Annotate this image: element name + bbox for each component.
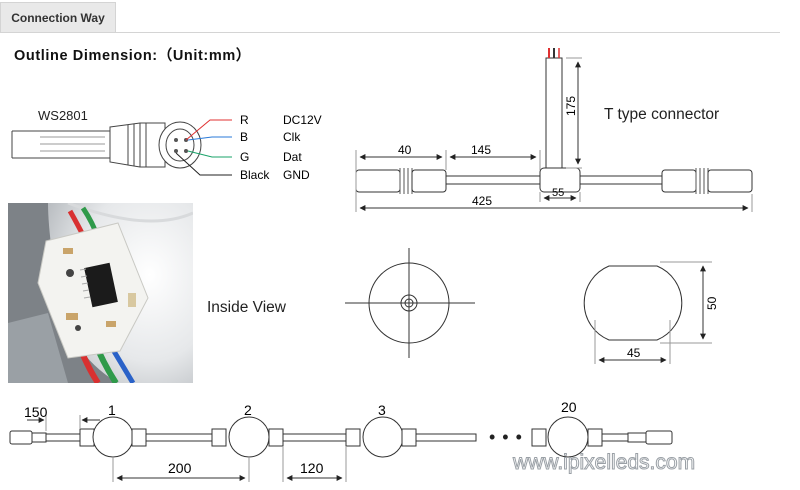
- watermark: www.ipixelleds.com: [512, 451, 695, 474]
- leader-b: [187, 136, 232, 141]
- pin-black: [174, 149, 178, 153]
- dim-side-height: 50: [705, 296, 719, 310]
- chain-node-20: 20: [561, 399, 577, 415]
- leader-r: [185, 119, 232, 141]
- photo-drawing: [8, 203, 193, 383]
- dim-t-mid: 145: [471, 143, 491, 157]
- chain-node-1: 1: [108, 402, 116, 418]
- t-connector-drawing: [355, 48, 753, 212]
- dim-chain-pitch: 200: [168, 460, 192, 476]
- dim-t-total: 425: [472, 194, 492, 208]
- pixel-chain-drawing: [9, 416, 673, 458]
- dim-chain-lead: 150: [24, 404, 48, 420]
- chain-ellipsis: • • •: [489, 427, 523, 447]
- wire-signal-dc12v: DC12V: [283, 113, 322, 127]
- dim-t-left: 40: [398, 143, 412, 157]
- leader-g: [187, 150, 232, 158]
- tab-divider: [0, 32, 780, 33]
- pin-r: [174, 138, 178, 142]
- heading-unit: Unit:mm: [172, 48, 236, 64]
- tab-connection-way[interactable]: Connection Way: [0, 2, 116, 32]
- side-view-drawing: [583, 261, 712, 364]
- pixel-chain-dimensions: [27, 415, 347, 482]
- wire-letter-black: Black: [240, 168, 270, 182]
- pixel-internal-photo: [8, 203, 193, 383]
- wire-signal-dat: Dat: [283, 150, 302, 164]
- heading-title: Outline Dimension: [14, 48, 153, 64]
- wire-letter-r: R: [240, 113, 249, 127]
- wire-signal-clk: Clk: [283, 130, 301, 144]
- ws2801-connector-drawing: WS2801 R B: [11, 108, 322, 182]
- heading-sep: :（: [152, 48, 173, 64]
- wire-signal-gnd: GND: [283, 168, 310, 182]
- leader-black: [175, 152, 232, 176]
- dim-t-body: 55: [552, 187, 564, 199]
- t-connector-label: T type connector: [604, 106, 719, 123]
- heading-close: ）: [235, 48, 251, 64]
- chain-node-2: 2: [244, 402, 252, 418]
- inside-view-label: Inside View: [207, 299, 287, 316]
- chain-node-3: 3: [378, 402, 386, 418]
- dim-side-width: 45: [627, 346, 641, 360]
- dim-t-vertical: 175: [564, 96, 578, 116]
- wire-letter-g: G: [240, 150, 249, 164]
- page-heading: Outline Dimension:（Unit:mm）: [14, 44, 251, 65]
- inside-view-drawing: [345, 248, 475, 358]
- dim-chain-gap: 120: [300, 460, 324, 476]
- wire-letter-b: B: [240, 130, 248, 144]
- pin-g: [184, 149, 188, 153]
- ws2801-label: WS2801: [38, 108, 88, 123]
